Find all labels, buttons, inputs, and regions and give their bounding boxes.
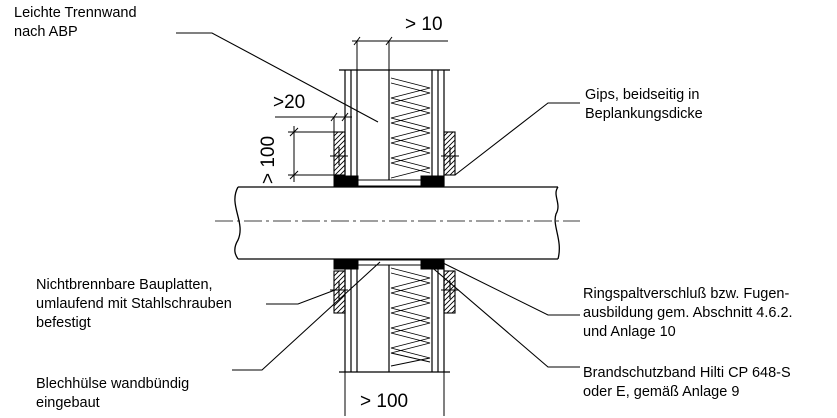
label-leichte-trennwand-line-1: Leichte Trennwand [14,5,137,21]
label-leichte-trennwand-line-2: nach ABP [14,24,78,40]
label-gips: Gips, beidseitig in Beplankungsdicke [585,86,703,124]
label-gips-line-2: Beplankungsdicke [585,106,703,122]
label-ringspalt-line-3: und Anlage 10 [583,324,676,340]
label-ringspalt-line-2: ausbildung gem. Abschnitt 4.6.2. [583,305,793,321]
intumescent-band [333,175,445,270]
insulation-lower [390,267,431,367]
leader-lines [176,32,580,371]
dimension-board-height: > 100 [258,135,280,185]
leader-ringspalt [440,261,580,316]
leader-blechhuelse [232,261,381,371]
leader-gips [454,102,580,176]
leader-brandschutzband [427,263,580,368]
label-blechhuelse-line-2: eingebaut [36,395,100,411]
label-brandschutzband: Brandschutzband Hilti CP 648-S oder E, g… [583,364,791,402]
wall-upper-section [339,69,450,186]
label-brandschutzband-line-1: Brandschutzband Hilti CP 648-S [583,365,791,381]
wall-lower-section [339,260,450,373]
label-ringspalt: Ringspaltverschluß bzw. Fugen- ausbildun… [583,285,793,342]
label-bauplatten-line-3: befestigt [36,315,91,331]
dimension-wall-thickness: > 10 [405,14,443,35]
dimension-board-width: >20 [273,92,306,113]
leader-trennwand [176,32,379,123]
label-brandschutzband-line-2: oder E, gemäß Anlage 9 [583,384,740,400]
label-gips-line-1: Gips, beidseitig in [585,87,700,103]
insulation-upper [390,77,431,179]
label-bauplatten-line-2: umlaufend mit Stahlschrauben [36,296,232,312]
steel-screws [330,147,459,299]
label-bauplatten-line-1: Nichtbrennbare Bauplatten, [36,277,213,293]
label-blechhuelse: Blechhülse wandbündig eingebaut [36,375,189,413]
label-blechhuelse-line-1: Blechhülse wandbündig [36,376,190,392]
leader-bauplatten [266,289,336,305]
label-ringspalt-line-1: Ringspaltverschluß bzw. Fugen- [583,286,790,302]
label-leichte-trennwand: Leichte Trennwand nach ABP [14,4,137,42]
dimension-lines [275,36,448,416]
dimension-bottom-width: > 100 [360,391,409,412]
label-bauplatten: Nichtbrennbare Bauplatten, umlaufend mit… [36,276,232,333]
pipe [215,186,580,260]
